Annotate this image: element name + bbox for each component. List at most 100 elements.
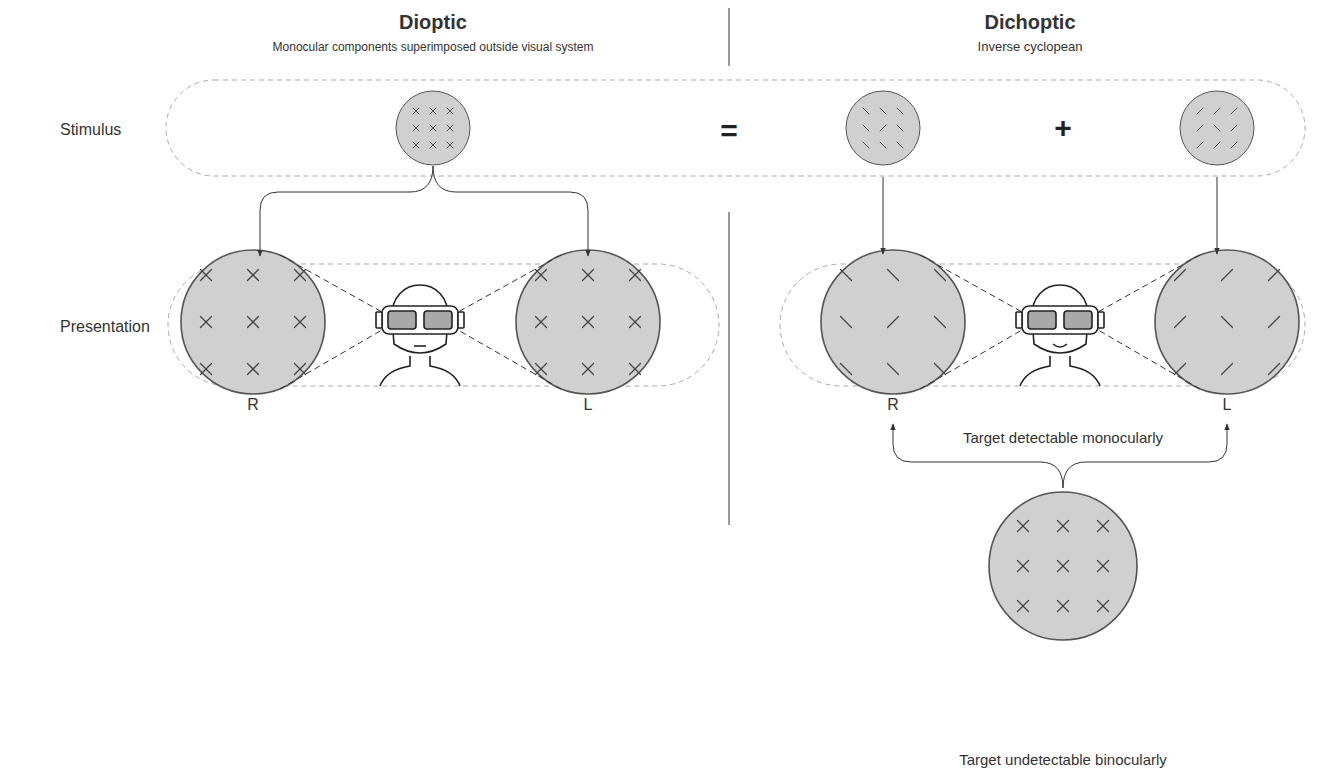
illustration-part	[1214, 125, 1220, 131]
illustration-part	[447, 108, 453, 114]
illustration-part	[458, 255, 561, 312]
illustration-part	[433, 166, 588, 256]
illustration-part	[1098, 601, 1109, 612]
illustration-part	[201, 317, 212, 328]
illustration-part	[458, 312, 464, 328]
illustration-part	[280, 330, 382, 389]
illustration-part	[1175, 270, 1186, 281]
illustration-part	[413, 125, 419, 131]
illustration-part	[630, 317, 641, 328]
eye-label: L	[584, 395, 593, 414]
illustration-part	[841, 270, 852, 281]
illustration-part	[1053, 344, 1067, 347]
illustration-part	[295, 317, 306, 328]
illustration-part	[536, 270, 547, 281]
eye-label: R	[247, 395, 259, 414]
illustration-part	[1028, 311, 1056, 329]
illustration-part	[447, 125, 453, 131]
illustration-part	[1098, 601, 1109, 612]
illustration-part	[1018, 601, 1029, 612]
illustration-part	[920, 255, 1022, 312]
illustration-part	[536, 317, 547, 328]
illustration-part	[516, 250, 660, 394]
illustration-part	[413, 142, 419, 148]
illustration-part	[630, 364, 641, 375]
illustration-part	[1058, 521, 1069, 532]
operator-symbol: =	[720, 113, 738, 149]
illustration-part	[376, 312, 382, 328]
illustration-part	[880, 108, 886, 114]
illustration-part	[447, 125, 453, 131]
illustration-part	[1018, 561, 1029, 572]
illustration-part	[1175, 317, 1186, 328]
illustration-part	[413, 108, 419, 114]
note-label: Target detectable monocularly	[963, 429, 1163, 447]
illustration-part	[201, 364, 212, 375]
illustration-part	[1058, 521, 1069, 532]
illustration-part	[536, 364, 547, 375]
illustration-part	[888, 364, 899, 375]
illustration-part	[883, 177, 884, 254]
illustration-part	[414, 345, 426, 347]
illustration-part	[295, 364, 306, 375]
illustration-part	[536, 317, 547, 328]
illustration-part	[295, 270, 306, 281]
illustration-part	[880, 142, 886, 148]
illustration-part	[630, 317, 641, 328]
illustration-part	[863, 142, 869, 148]
illustration-part	[630, 270, 641, 281]
illustration-part	[248, 270, 259, 281]
illustration-part	[1155, 250, 1299, 394]
illustration-part	[295, 270, 306, 281]
illustration-part	[1222, 317, 1233, 328]
illustration-part	[201, 317, 212, 328]
illustration-part	[841, 364, 852, 375]
illustration-part	[1016, 285, 1104, 386]
illustration-part	[1018, 521, 1029, 532]
illustration-part	[935, 364, 946, 375]
illustration-part	[1197, 142, 1203, 148]
illustration-part	[1231, 142, 1237, 148]
illustration-part	[424, 311, 452, 329]
illustration-part	[430, 108, 436, 114]
illustration-part	[935, 270, 946, 281]
illustration-part	[413, 125, 419, 131]
illustration-part	[181, 91, 1299, 640]
illustration-part	[630, 270, 641, 281]
illustration-part	[935, 317, 946, 328]
illustration-part	[888, 317, 899, 328]
illustration-part	[1016, 312, 1022, 328]
illustration-part	[1231, 125, 1237, 131]
illustration-part	[897, 142, 903, 148]
illustration-part	[536, 364, 547, 375]
section-subtitle: Monocular components superimposed outsid…	[273, 40, 594, 54]
illustration-part	[248, 364, 259, 375]
illustration-part	[880, 125, 886, 131]
illustration-part	[1070, 356, 1100, 386]
illustration-part	[888, 270, 899, 281]
illustration-part	[248, 270, 259, 281]
illustration-part	[1020, 356, 1050, 386]
illustration-part	[729, 212, 730, 525]
illustration-part	[1098, 521, 1109, 532]
illustration-part	[201, 270, 212, 281]
illustration-part	[248, 317, 259, 328]
illustration-part	[458, 330, 561, 389]
illustration-part	[729, 8, 730, 66]
illustration-part	[166, 80, 1305, 176]
illustration-part	[430, 356, 460, 386]
illustration-part	[430, 142, 436, 148]
illustration-part	[1197, 125, 1203, 131]
illustration-part	[413, 108, 419, 114]
illustration-part	[583, 270, 594, 281]
illustration-part	[430, 108, 436, 114]
illustration-part	[201, 108, 1280, 612]
illustration-part	[248, 317, 259, 328]
illustration-part	[536, 270, 547, 281]
illustration-part	[382, 306, 458, 334]
illustration-part	[920, 330, 1022, 389]
illustration-part	[1098, 255, 1200, 312]
illustration-part	[413, 142, 419, 148]
illustration-part	[821, 250, 965, 394]
illustration-part	[1018, 601, 1029, 612]
